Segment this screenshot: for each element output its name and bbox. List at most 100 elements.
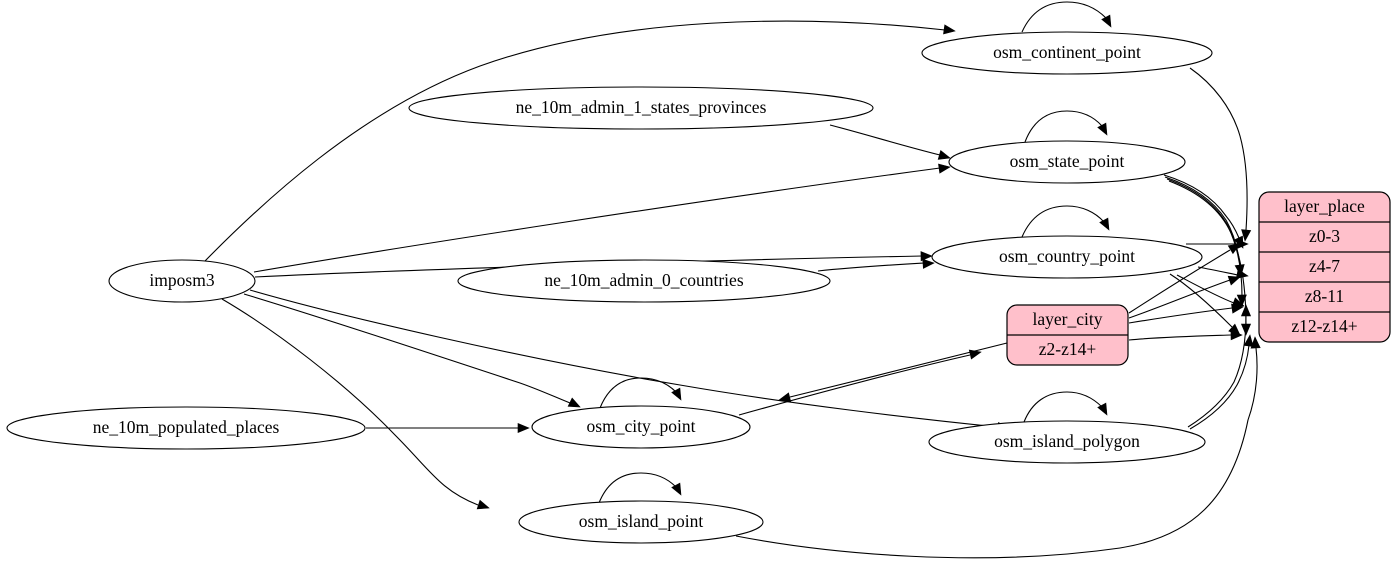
edge-path — [1024, 110, 1103, 143]
edge-arrowhead — [567, 397, 581, 408]
edge-osm_island_point-to-osm_island_point — [598, 472, 682, 504]
edge-imposm3-to-osm_continent_point — [204, 20, 956, 262]
edge-osm_island_polygon-to-layer_place_z8_11 — [1187, 304, 1252, 428]
edge-path — [735, 347, 1258, 559]
edge-arrowhead — [1236, 238, 1249, 250]
edge-arrowhead — [1235, 268, 1249, 279]
edge-arrowhead — [943, 24, 956, 35]
edge-layer_city_header-to-layer_place_z0_3 — [1128, 243, 1241, 314]
edge-arrowhead — [1236, 294, 1247, 307]
edge-arrowhead — [1241, 229, 1252, 242]
edge-path — [1128, 279, 1231, 319]
edge-ne_10m_admin_1_states_provinces-to-osm_state_point — [829, 124, 951, 160]
edge-osm_island_polygon-to-layer_place_z12 — [1189, 334, 1254, 430]
node-imposm3[interactable]: imposm3 — [108, 259, 256, 303]
edge-path — [738, 354, 971, 416]
node-shape-osm_continent_point — [921, 31, 1213, 75]
edge-path — [829, 124, 941, 156]
edge-path — [1169, 273, 1233, 328]
edge-osm_continent_point-to-osm_continent_point — [1021, 1, 1112, 33]
edge-layer_city_z2-to-osm_city_point — [778, 342, 1008, 403]
edge-arrowhead — [1250, 336, 1261, 349]
edge-arrowhead — [1243, 334, 1254, 347]
node-shape-osm_country_point — [931, 235, 1203, 279]
edge-ne_10m_populated_places-to-osm_city_point — [366, 422, 530, 434]
edge-path — [249, 289, 999, 428]
edge-osm_country_point-to-layer_place_z0_3 — [1186, 238, 1249, 250]
edge-arrowhead — [1227, 243, 1241, 255]
edge-path — [1187, 314, 1247, 428]
node-osm_island_polygon[interactable]: osm_island_polygon — [928, 420, 1206, 464]
edge-osm_city_point-to-layer_city_z2 — [738, 349, 982, 416]
node-osm_continent_point[interactable]: osm_continent_point — [921, 31, 1213, 75]
edge-osm_country_point-to-osm_country_point — [1021, 205, 1110, 238]
edge-path — [1021, 205, 1105, 238]
edge-path — [1128, 334, 1232, 341]
node-shape-imposm3 — [108, 259, 256, 303]
edge-path — [204, 20, 946, 262]
edge-osm_state_point-to-osm_state_point — [1024, 110, 1108, 143]
edge-layer_city_z2-to-layer_place_z12 — [1128, 330, 1243, 341]
edge-path — [1168, 180, 1247, 325]
edge-path — [1128, 307, 1233, 324]
edge-path — [1189, 344, 1250, 430]
edge-path — [253, 167, 941, 273]
edge-imposm3-to-osm_city_point — [243, 293, 581, 408]
edge-arrowhead — [922, 258, 935, 269]
node-ne_10m_admin_0_countries[interactable]: ne_10m_admin_0_countries — [457, 259, 831, 303]
node-shape-osm_state_point — [948, 140, 1186, 184]
edge-ne_10m_admin_0_countries-to-osm_country_point — [817, 258, 935, 272]
edge-arrowhead — [920, 251, 933, 262]
node-shape-ne_10m_populated_places — [6, 406, 366, 450]
edge-arrowhead — [1231, 303, 1244, 314]
edges-layer — [204, 1, 1261, 559]
edge-arrowhead — [517, 422, 530, 434]
edge-layer_city_header-to-layer_place_z4_7 — [1128, 275, 1241, 319]
nodes-layer: imposm3 ne_10m_admin_1_states_provincesne… — [6, 31, 1213, 544]
node-shape-osm_island_polygon — [928, 420, 1206, 464]
node-osm_country_point[interactable]: osm_country_point — [931, 235, 1203, 279]
node-ne_10m_populated_places[interactable]: ne_10m_populated_places — [6, 406, 366, 450]
edge-arrowhead — [1227, 275, 1241, 286]
edge-osm_country_point-to-layer_place_z4_7 — [1197, 266, 1249, 279]
edge-path — [1176, 274, 1235, 304]
node-shape-ne_10m_admin_0_countries — [457, 259, 831, 303]
node-ne_10m_admin_1_states_provinces[interactable]: ne_10m_admin_1_states_provinces — [408, 86, 874, 130]
edge-path — [1163, 174, 1240, 239]
edge-path — [817, 262, 925, 272]
edge-path — [598, 472, 677, 504]
edge-path — [1023, 391, 1103, 423]
edge-arrowhead — [476, 499, 490, 510]
edge-arrowhead — [1099, 217, 1110, 231]
edge-arrowhead — [1230, 330, 1243, 341]
edge-path — [243, 293, 571, 404]
node-shape-ne_10m_admin_1_states_provinces — [408, 86, 874, 130]
edge-arrowhead — [1240, 304, 1252, 317]
edge-path — [1189, 67, 1248, 231]
node-osm_state_point[interactable]: osm_state_point — [948, 140, 1186, 184]
node-shape-osm_island_point — [518, 500, 764, 544]
edge-arrowhead — [1097, 402, 1108, 416]
edge-arrowhead — [1097, 122, 1108, 136]
edge-arrowhead — [938, 163, 951, 174]
edge-arrowhead — [778, 392, 792, 403]
node-shape-osm_city_point — [531, 405, 751, 449]
edge-arrowhead — [1101, 14, 1112, 28]
edge-osm_continent_point-to-layer_place_z0_3 — [1189, 67, 1252, 242]
edge-layer_city_header-to-layer_place_z8_11 — [1128, 303, 1244, 324]
edge-path — [1197, 266, 1239, 276]
edge-osm_island_polygon-to-osm_island_polygon — [1023, 391, 1108, 423]
node-osm_city_point[interactable]: osm_city_point — [531, 405, 751, 449]
node-osm_island_point[interactable]: osm_island_point — [518, 500, 764, 544]
edge-imposm3-to-osm_island_point — [221, 298, 490, 510]
edge-osm_island_point-to-layer_place_z12 — [735, 336, 1261, 559]
edge-arrowhead — [671, 387, 682, 401]
edge-path — [1128, 249, 1231, 314]
edge-arrowhead — [937, 150, 951, 160]
edge-path — [221, 298, 479, 506]
edge-arrowhead — [671, 482, 682, 496]
